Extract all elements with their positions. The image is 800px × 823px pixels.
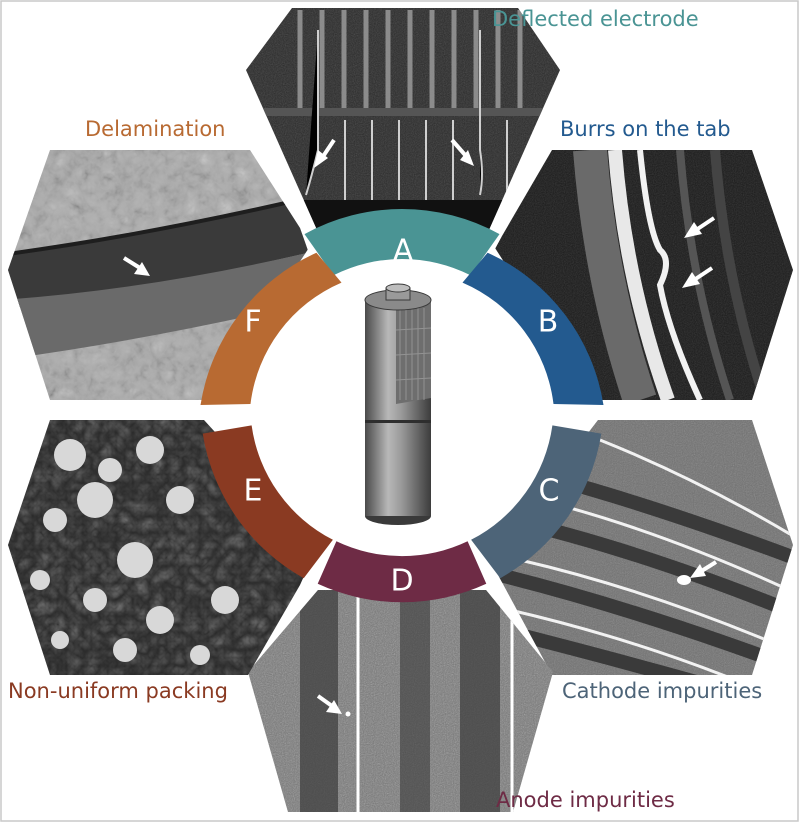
ring-segment-c <box>471 425 602 579</box>
caption-delamination: Delamination <box>85 117 226 141</box>
panel-a-arrows <box>314 138 474 168</box>
ring-segment-f <box>200 252 342 405</box>
panel-b-arrows <box>682 216 716 288</box>
panel-f-arrow <box>122 256 150 276</box>
caption-non-uniform-packing: Non-uniform packing <box>8 679 228 703</box>
panel-f-micrograph <box>8 150 312 400</box>
caption-burrs-on-the-tab: Burrs on the tab <box>560 117 731 141</box>
segment-letter-c: C <box>539 474 560 509</box>
ring-segment-a <box>304 209 500 276</box>
battery-cell-image <box>364 283 432 525</box>
caption-anode-impurities: Anode impurities <box>496 788 675 812</box>
caption-deflected-electrode: Deflected electrode <box>492 7 699 31</box>
ring-segment-b <box>462 252 604 405</box>
ring-segment-e <box>202 425 333 579</box>
segment-letter-e: E <box>244 474 263 509</box>
segment-letter-b: B <box>538 305 559 340</box>
segment-letter-f: F <box>244 305 261 340</box>
panel-d-micrograph <box>248 590 553 812</box>
ring-segment-d <box>317 541 487 603</box>
segment-letter-d: D <box>390 564 413 599</box>
caption-cathode-impurities: Cathode impurities <box>562 679 762 703</box>
segment-letter-a: A <box>393 234 414 269</box>
panel-c-arrow <box>690 560 718 578</box>
panel-d-arrow <box>316 694 342 714</box>
